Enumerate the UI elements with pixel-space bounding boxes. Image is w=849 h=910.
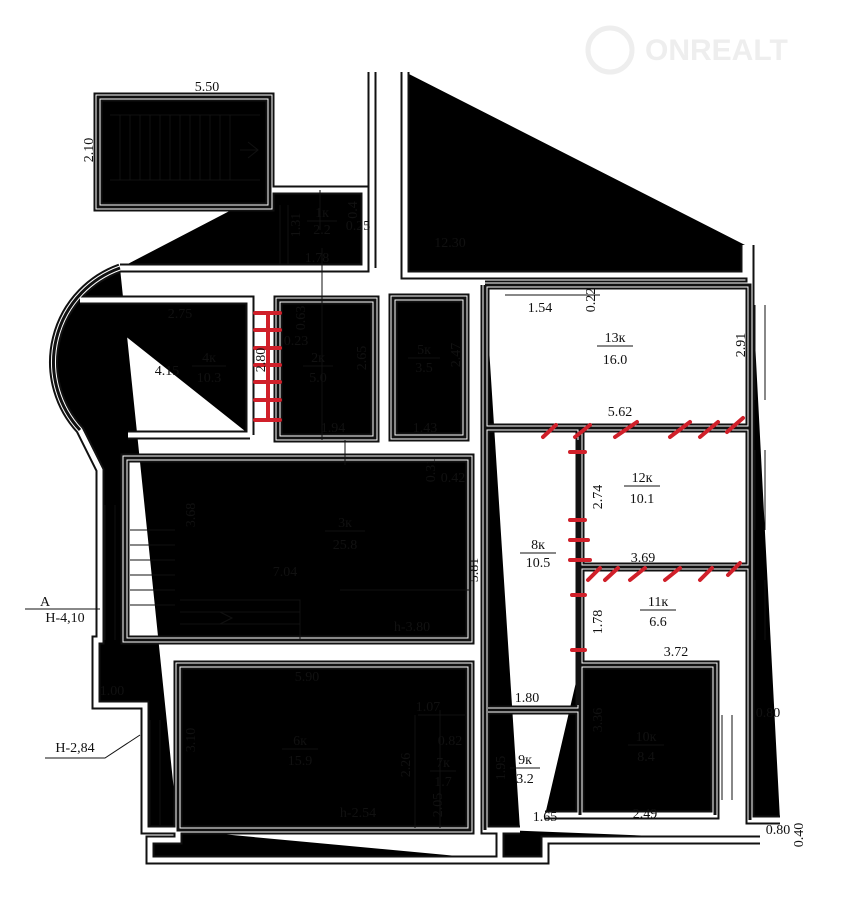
staircase-room3 — [130, 529, 301, 640]
svg-text:0.42: 0.42 — [441, 471, 466, 486]
svg-text:4к: 4к — [202, 351, 216, 366]
svg-text:3.10: 3.10 — [184, 728, 199, 753]
svg-text:5к: 5к — [417, 343, 431, 358]
svg-text:3.72: 3.72 — [664, 645, 689, 660]
room3-height: h-3.80 — [394, 620, 430, 635]
room-7k: 7к1.7 — [430, 756, 456, 790]
level-b: Н-2,84 — [55, 741, 94, 756]
svg-text:12к: 12к — [632, 471, 653, 486]
room-13k: 13к 16.0 — [597, 331, 633, 368]
room-8k: 8к 10.5 — [520, 538, 556, 571]
svg-text:3.68: 3.68 — [184, 503, 199, 528]
svg-text:1.07: 1.07 — [416, 700, 441, 715]
svg-text:1.00: 1.00 — [100, 684, 125, 699]
axis-label: А — [40, 595, 51, 610]
room-12k: 12к 10.1 — [624, 471, 660, 507]
room-9k: 9к3.2 — [510, 753, 540, 787]
svg-text:5.50: 5.50 — [195, 80, 220, 95]
svg-text:25.8: 25.8 — [333, 538, 358, 553]
svg-text:10к: 10к — [636, 730, 657, 745]
svg-text:3.69: 3.69 — [631, 551, 656, 566]
svg-text:2к: 2к — [311, 351, 325, 366]
watermark-logo: ONREALT — [585, 25, 788, 75]
svg-text:7к: 7к — [436, 756, 450, 771]
room6-height: h-2.54 — [340, 806, 376, 821]
svg-text:13к: 13к — [605, 331, 626, 346]
svg-text:15.9: 15.9 — [288, 754, 313, 769]
room-5k: 5к3.5 — [408, 343, 440, 376]
svg-text:16.0: 16.0 — [603, 353, 628, 368]
svg-text:5.0: 5.0 — [309, 371, 327, 386]
svg-text:0.4: 0.4 — [346, 201, 361, 219]
svg-text:10.1: 10.1 — [630, 492, 655, 507]
svg-text:0.82: 0.82 — [438, 734, 463, 749]
svg-text:12.30: 12.30 — [434, 236, 466, 251]
svg-text:3.5: 3.5 — [415, 361, 433, 376]
svg-text:6к: 6к — [293, 734, 307, 749]
svg-text:5.62: 5.62 — [608, 405, 633, 420]
svg-text:2.80: 2.80 — [254, 348, 269, 373]
svg-text:4.15: 4.15 — [155, 364, 180, 379]
svg-text:9к: 9к — [518, 753, 532, 768]
svg-text:2.49: 2.49 — [633, 807, 658, 822]
svg-text:2.65: 2.65 — [355, 346, 370, 371]
svg-text:8.4: 8.4 — [637, 750, 655, 765]
svg-text:2.74: 2.74 — [591, 485, 606, 510]
svg-text:7.04: 7.04 — [273, 565, 298, 580]
staircase-top — [110, 114, 260, 181]
svg-text:0.80: 0.80 — [766, 823, 791, 838]
svg-text:5.81: 5.81 — [467, 558, 482, 583]
dimension-labels: 5.50 2.10 1.31 0.4 0.25 12.30 1.78 2.75 … — [82, 80, 807, 847]
svg-text:0.25: 0.25 — [346, 219, 371, 234]
svg-text:0.31: 0.31 — [424, 458, 439, 483]
svg-text:1.65: 1.65 — [533, 810, 558, 825]
svg-text:1.95: 1.95 — [494, 756, 509, 781]
svg-text:11к: 11к — [648, 595, 668, 610]
svg-text:10.5: 10.5 — [526, 556, 551, 571]
demolition-marks — [253, 311, 745, 652]
svg-text:1.78: 1.78 — [591, 610, 606, 635]
svg-text:2.05: 2.05 — [431, 793, 446, 818]
svg-text:2.91: 2.91 — [734, 333, 749, 358]
svg-text:2.26: 2.26 — [399, 753, 414, 778]
svg-text:2.75: 2.75 — [168, 307, 193, 322]
svg-text:5.90: 5.90 — [295, 670, 320, 685]
svg-text:3к: 3к — [338, 516, 352, 531]
level-markers: А Н-4,10 Н-2,84 h-3.80 h-2.54 — [25, 595, 430, 821]
svg-text:1.54: 1.54 — [528, 301, 553, 316]
svg-text:3.2: 3.2 — [516, 772, 534, 787]
room-3k: 3к 25.8 — [325, 516, 365, 553]
svg-text:0.23: 0.23 — [284, 334, 309, 349]
svg-text:0.40: 0.40 — [792, 823, 807, 848]
svg-text:2.47: 2.47 — [449, 343, 464, 368]
svg-text:1.94: 1.94 — [321, 421, 346, 436]
room-2k: 2к5.0 — [303, 351, 333, 386]
svg-text:8к: 8к — [531, 538, 545, 553]
room-4k: 4к 10.3 — [192, 351, 226, 386]
svg-text:0.22: 0.22 — [584, 288, 599, 313]
level-a: Н-4,10 — [45, 611, 84, 626]
svg-text:1.7: 1.7 — [434, 775, 452, 790]
svg-text:6.6: 6.6 — [649, 615, 667, 630]
svg-text:1.43: 1.43 — [413, 421, 438, 436]
svg-text:1.80: 1.80 — [515, 691, 540, 706]
svg-text:1.31: 1.31 — [289, 213, 304, 238]
svg-text:3.36: 3.36 — [591, 708, 606, 733]
svg-text:1к: 1к — [315, 206, 329, 221]
svg-text:2.10: 2.10 — [82, 138, 97, 163]
svg-text:0.80: 0.80 — [756, 706, 781, 721]
svg-text:1.78: 1.78 — [305, 251, 330, 266]
svg-text:10.3: 10.3 — [197, 371, 222, 386]
room-1k: 1к2.2 — [307, 206, 337, 238]
watermark-text: ONREALT — [645, 34, 788, 67]
svg-text:2.2: 2.2 — [313, 223, 331, 238]
svg-text:0.63: 0.63 — [294, 306, 309, 331]
walls — [54, 72, 780, 860]
room-6k: 6к 15.9 — [282, 734, 318, 769]
